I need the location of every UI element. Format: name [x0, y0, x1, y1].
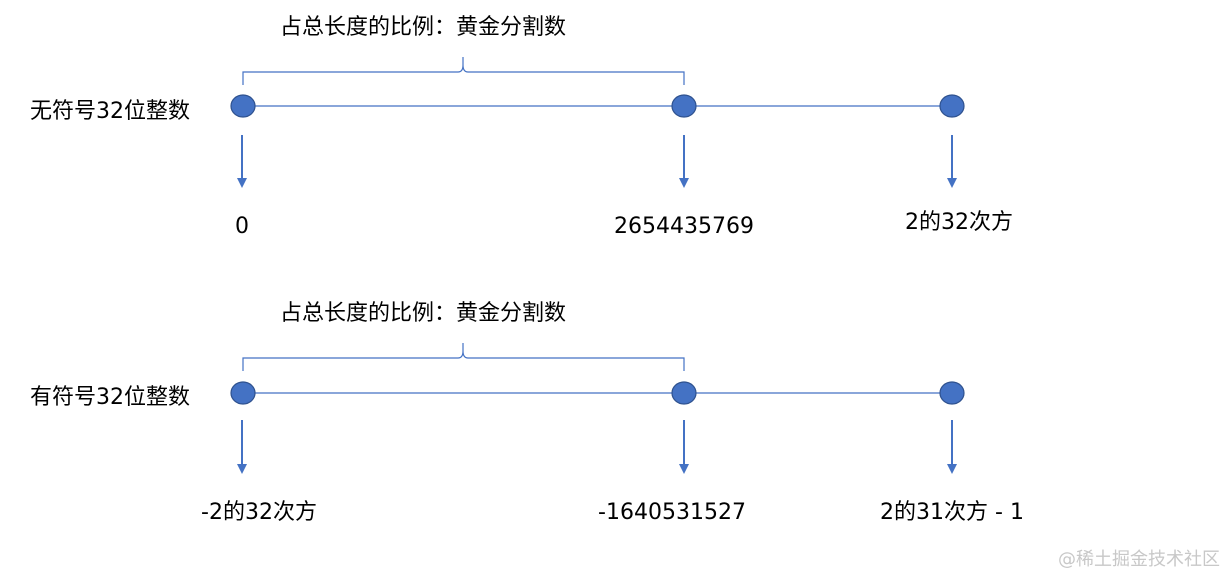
- brace-label: 占总长度的比例：黄金分割数: [280, 301, 566, 326]
- down-arrow: [237, 135, 247, 188]
- down-arrow: [679, 135, 689, 188]
- point-golden: [671, 381, 697, 405]
- down-arrow: [237, 420, 247, 474]
- signed-section: 占总长度的比例：黄金分割数 有符号32位整数 -2的32次方 -16405315…: [30, 301, 1024, 525]
- point-end: [939, 381, 965, 405]
- point-end: [939, 94, 965, 118]
- point-start: [230, 381, 256, 405]
- down-arrow: [947, 420, 957, 474]
- point-golden: [671, 94, 697, 118]
- watermark: @稀土掘金技术社区: [1058, 549, 1220, 570]
- point-start: [230, 94, 256, 118]
- down-arrow: [947, 135, 957, 188]
- value-label: 2654435769: [614, 214, 754, 239]
- value-label: 2的32次方: [905, 210, 1013, 235]
- unsigned-section: 占总长度的比例：黄金分割数 无符号32位整数 0 2654435769 2的32…: [30, 15, 1013, 239]
- row-label: 有符号32位整数: [30, 385, 190, 410]
- brace-label: 占总长度的比例：黄金分割数: [280, 15, 566, 40]
- curly-brace: [242, 57, 685, 85]
- down-arrow: [679, 420, 689, 474]
- value-label: -2的32次方: [201, 500, 317, 525]
- row-label: 无符号32位整数: [30, 99, 190, 124]
- value-label: 0: [235, 214, 249, 239]
- value-label: -1640531527: [598, 500, 746, 525]
- curly-brace: [242, 343, 685, 371]
- value-label: 2的31次方 - 1: [880, 500, 1024, 525]
